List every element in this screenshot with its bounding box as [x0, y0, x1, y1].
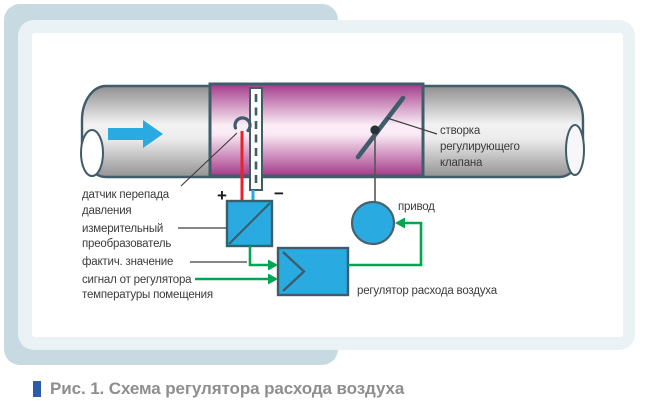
airflow-regulator-diagram: + − датчик перепада давления измерительн… [80, 82, 585, 301]
actuator-label: привод [398, 201, 435, 213]
caption-text: Рис. 1. Схема регулятора расхода воздуха [50, 379, 405, 398]
valve-flap-label-line3: клапана [440, 157, 483, 169]
figure-panel: + − датчик перепада давления измерительн… [32, 33, 623, 337]
actual-value-arrowhead-icon [268, 259, 278, 271]
pipe-right-opening [565, 124, 585, 176]
transducer-label-line2: преобразователь [82, 238, 171, 250]
figure-caption: Рис. 1. Схема регулятора расхода воздуха [33, 379, 404, 399]
controller-chevron-icon [282, 251, 306, 292]
controller-to-actuator-line [348, 221, 423, 267]
valve-flap-leader [386, 117, 438, 135]
pressure-sensor-hook-icon [233, 116, 252, 133]
minus-sign: − [274, 184, 284, 203]
valve-flap-label-line2: регулирующего [440, 141, 520, 153]
actual-value-label: фактич. значение [82, 256, 173, 268]
room-signal-label-line2: температуры помещения [82, 289, 213, 301]
valve-flap-pivot-dot [370, 125, 380, 135]
controller-box [276, 246, 350, 297]
pressure-sensor-label-line1: датчик перепада [82, 189, 170, 201]
flow-controller-label: регулятор расхода воздуха [357, 285, 498, 297]
actuator-arrowhead-icon [395, 217, 405, 229]
caption-bullet-icon [33, 381, 41, 397]
transducer-diagonal [228, 202, 271, 245]
pressure-sensor-label-line2: давления [82, 205, 131, 217]
pipe-left-opening [80, 129, 104, 177]
valve-flap-blade [355, 95, 406, 160]
transducer-label-line1: измерительный [82, 223, 163, 235]
room-signal-label-line1: сигнал от регулятора [82, 274, 192, 286]
plus-sign: + [217, 186, 227, 205]
flow-arrow-icon [108, 120, 163, 148]
room-signal-arrowhead-icon [268, 273, 278, 285]
valve-flap-label-line1: створка [440, 125, 481, 137]
pressure-sensor-leader [180, 132, 238, 187]
actual-value-signal-line [248, 246, 269, 267]
actuator-circle [350, 200, 396, 246]
